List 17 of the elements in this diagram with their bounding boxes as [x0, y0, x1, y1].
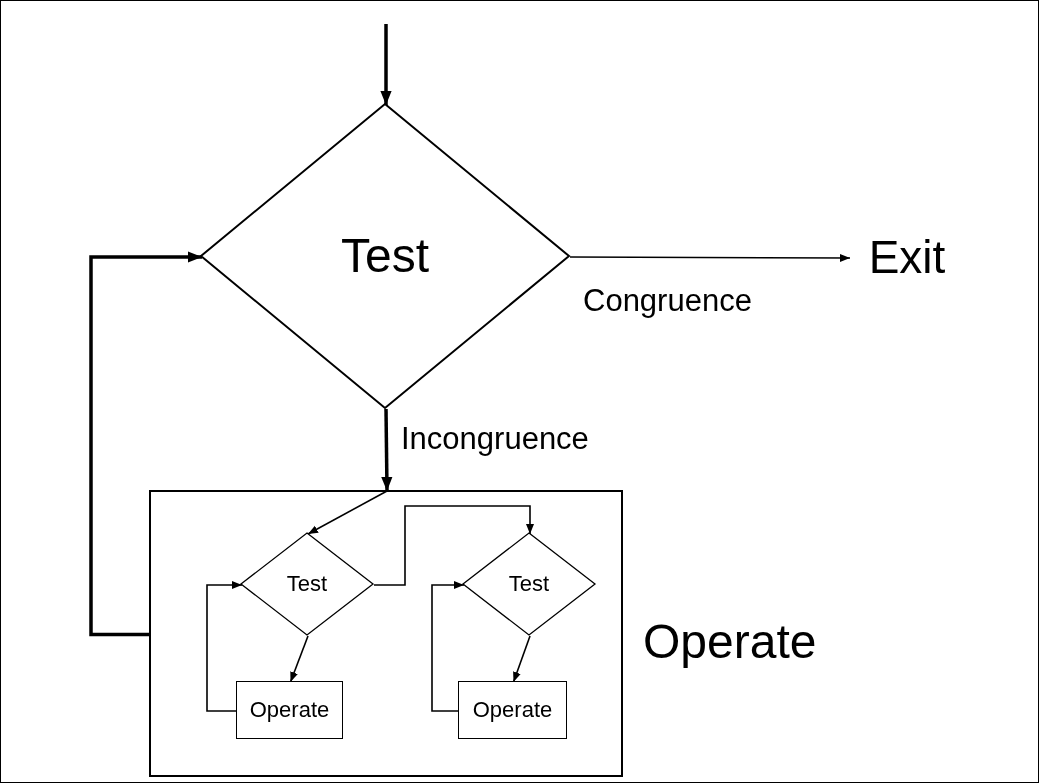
- arrow: [307, 490, 388, 535]
- arrow: [289, 635, 309, 683]
- decision-diamond: Test: [201, 104, 569, 408]
- decision-diamond: Test: [241, 533, 373, 635]
- arrow: [89, 251, 202, 637]
- arrow: [373, 505, 534, 586]
- arrow: [569, 253, 851, 262]
- arrow: [512, 635, 531, 683]
- arrow: [431, 581, 465, 712]
- arrow: [381, 408, 393, 492]
- arrow: [206, 581, 243, 712]
- box-heading: Operate: [643, 616, 817, 669]
- arrow: [380, 24, 392, 105]
- decision-diamond: Test: [463, 533, 595, 635]
- process-box: Operate: [236, 681, 343, 739]
- terminal-label: Exit: [849, 227, 965, 287]
- process-box: Operate: [458, 681, 567, 739]
